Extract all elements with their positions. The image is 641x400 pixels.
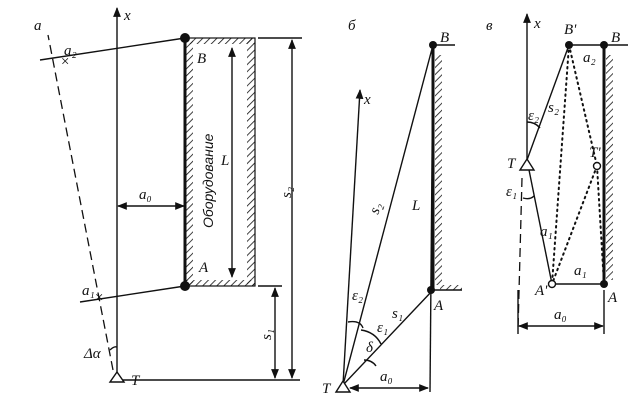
panel-c-e2-label: ε₂ — [528, 108, 539, 124]
equipment-label: Оборудование — [200, 133, 216, 228]
panel-b-A-label: A — [433, 298, 444, 314]
panel-a-a1-line — [79, 285, 186, 303]
panel-c-e1-arc — [522, 195, 535, 200]
panel-a-s2-label: s₂ — [279, 187, 295, 198]
panel-c-point-B — [600, 41, 608, 49]
panel-b-delta-label: δ — [366, 340, 374, 356]
panel-b-wall-hatch — [435, 55, 442, 285]
panel-c-dotted-2 — [551, 165, 598, 285]
equipment-hatch-top — [185, 38, 255, 44]
panel-c-wall-hatch — [606, 55, 613, 280]
panel-b-T-label: T — [322, 381, 332, 397]
panel-a-A-label: A — [198, 260, 209, 276]
panel-b-ledge-hatch — [440, 285, 462, 290]
panel-c-Bp-label: B' — [564, 22, 577, 38]
panel-a-dalpha-arc — [109, 346, 118, 351]
panel-c: в x a₂ a₁ s₂ a₁ B' B T' A' A — [486, 13, 628, 334]
panel-b-e1-arc — [360, 329, 382, 345]
panel-c-e2-arc — [526, 121, 541, 129]
panel-a-a1-label: a₁ — [82, 283, 95, 299]
panel-b-e1-label: ε₁ — [377, 320, 388, 336]
panel-a-T-label: T — [131, 373, 141, 389]
panel-c-dotted-1 — [568, 44, 598, 167]
equipment-hatch-bottom — [185, 280, 255, 286]
panel-a-B-label: B — [197, 51, 206, 67]
panel-c-dotted-4 — [596, 165, 605, 285]
panel-a: а x L Оборудование a₂ × a₁ × B A a₀ — [34, 7, 302, 389]
panel-b-x-axis — [342, 89, 364, 386]
panel-a-L-label: L — [220, 153, 229, 169]
panel-c-a2-label: a₂ — [583, 50, 596, 66]
panel-a-s1-label: s₁ — [259, 329, 275, 340]
panel-b-label: б — [348, 18, 356, 34]
panel-c-a1-side-label: a₁ — [540, 224, 553, 240]
panel-a-a2-cross: × — [60, 54, 70, 70]
panel-a-point-B — [180, 33, 190, 43]
equipment-outline — [184, 37, 256, 287]
panel-b-s2-line — [342, 44, 434, 386]
panel-c-B-label: B — [611, 30, 620, 46]
panel-c-e1-label: ε₁ — [506, 184, 517, 200]
panel-b-s1-label: s₁ — [392, 306, 403, 322]
panel-c-Ap-label: A' — [534, 283, 548, 299]
panel-a-a2-label: a₂ — [64, 43, 77, 59]
equipment-hatch-right — [247, 38, 255, 286]
panel-c-point-A — [600, 280, 608, 288]
panel-b-point-A — [427, 286, 435, 294]
panel-c-a0-label: a₀ — [554, 307, 567, 323]
panel-a-sight-line — [47, 34, 114, 371]
panel-c-s2-line — [526, 44, 570, 161]
panel-c-A-label: A — [607, 290, 618, 306]
equipment-hatch-left — [185, 38, 193, 286]
panel-b-e2-label: ε₂ — [352, 288, 363, 304]
panel-c-a1-label: a₁ — [574, 263, 587, 279]
panel-c-T-label: T — [507, 156, 517, 172]
panel-b-delta-arc — [363, 359, 377, 367]
panel-b-B-label: B — [440, 30, 449, 46]
panel-c-point-Bp — [565, 41, 573, 49]
panel-a-a2-line — [39, 37, 186, 61]
panel-c-s2-label: s₂ — [548, 100, 559, 116]
panel-b: б x L B A s₂ s₁ ε₂ ε₁ δ a₀ T — [322, 18, 462, 397]
panel-c-label: в — [486, 18, 493, 34]
panel-a-label: а — [34, 18, 42, 34]
panel-a-a0-label: a₀ — [139, 187, 152, 203]
panel-a-x-label: x — [123, 8, 131, 24]
panel-b-x-label: x — [363, 92, 371, 108]
panel-a-triangle-station-icon — [108, 370, 126, 383]
panel-c-point-Tp — [592, 161, 602, 171]
panel-a-dalpha-label: Δα — [83, 346, 102, 362]
panel-b-L-label: L — [411, 198, 420, 214]
panel-c-triangle-station-icon — [518, 157, 536, 171]
panel-a-point-A — [180, 281, 190, 291]
panel-b-a0-label: a₀ — [380, 369, 393, 385]
panel-b-triangle-station-icon — [334, 379, 352, 393]
panel-a-a1-cross: × — [94, 290, 104, 306]
panel-b-point-B — [429, 41, 437, 49]
panel-c-point-Ap — [547, 279, 557, 289]
panel-c-dotted-3 — [551, 44, 570, 285]
panel-c-x-label: x — [533, 16, 541, 32]
panel-b-s1-line — [342, 289, 434, 386]
panel-b-vertical-ref — [429, 44, 434, 393]
panel-c-side-line — [526, 159, 553, 285]
panel-b-e2-arc — [347, 320, 364, 329]
panel-b-s2-label: s₂ — [367, 201, 386, 217]
panel-c-Tp-label: T' — [589, 145, 601, 161]
